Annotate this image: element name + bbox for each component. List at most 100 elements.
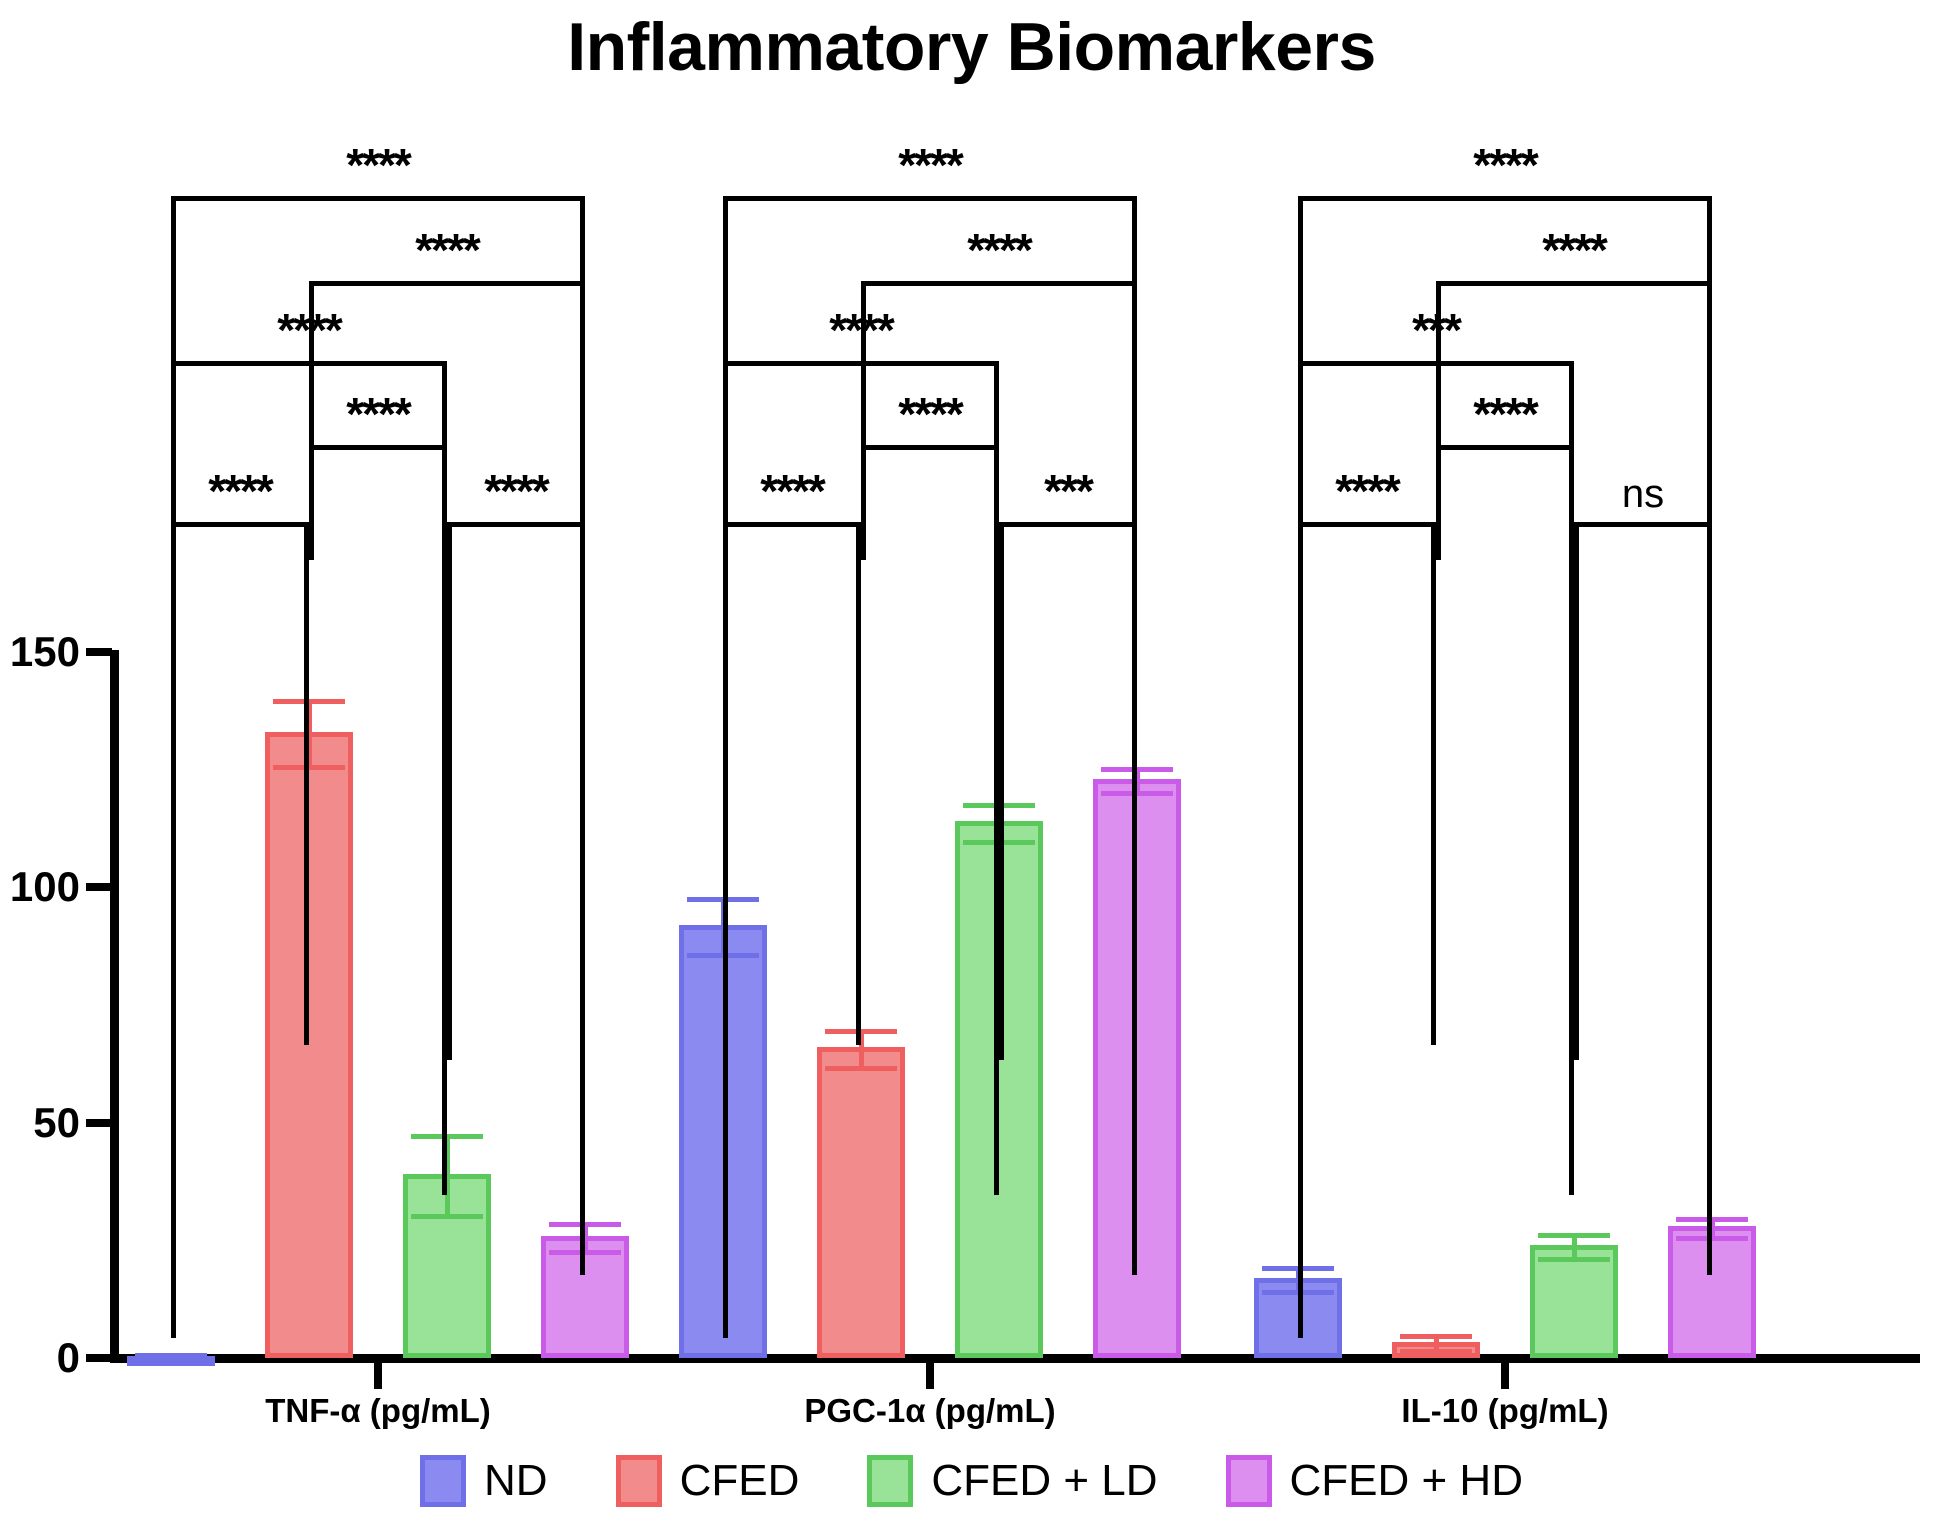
x-tick-mark bbox=[926, 1363, 934, 1389]
bracket-top bbox=[1298, 361, 1574, 366]
bracket-top bbox=[1436, 445, 1574, 450]
bar bbox=[541, 1235, 629, 1358]
x-tick-mark bbox=[374, 1363, 382, 1389]
bar bbox=[1093, 779, 1181, 1358]
error-bar-cap-upper bbox=[825, 1028, 897, 1034]
bracket-leg-left bbox=[447, 522, 452, 1060]
significance-label: **** bbox=[277, 304, 343, 356]
significance-label: **** bbox=[1335, 465, 1401, 517]
bracket-leg-right bbox=[1569, 445, 1574, 1195]
x-tick-mark bbox=[1501, 1363, 1509, 1389]
y-tick-label: 50 bbox=[33, 1098, 80, 1146]
bracket-leg-right bbox=[994, 445, 999, 1195]
bracket-top bbox=[861, 281, 1137, 286]
x-group-label: TNF-α (pg/mL) bbox=[265, 1392, 491, 1429]
legend-item[interactable]: ND bbox=[420, 1455, 548, 1507]
x-group-label: IL-10 (pg/mL) bbox=[1401, 1392, 1609, 1429]
error-bar-cap-upper bbox=[1400, 1334, 1472, 1340]
error-bar-cap-lower bbox=[1101, 790, 1173, 796]
bracket-top bbox=[171, 196, 585, 201]
bracket-leg-right bbox=[1707, 522, 1712, 1275]
error-bar-cap-upper bbox=[1676, 1216, 1748, 1222]
y-tick-mark bbox=[86, 883, 112, 892]
significance-label: **** bbox=[967, 224, 1033, 276]
bracket-leg-right bbox=[1431, 522, 1436, 1045]
y-tick-mark bbox=[86, 1118, 112, 1127]
legend-swatch bbox=[420, 1455, 466, 1507]
significance-label: **** bbox=[898, 139, 964, 191]
significance-label: **** bbox=[484, 465, 550, 517]
significance-label: **** bbox=[760, 465, 826, 517]
bracket-leg-right bbox=[442, 445, 447, 1195]
bracket-top bbox=[999, 522, 1137, 527]
significance-label: **** bbox=[829, 304, 895, 356]
bracket-top bbox=[447, 522, 585, 527]
legend-label: CFED + HD bbox=[1289, 1456, 1523, 1505]
error-bar-cap-lower bbox=[1676, 1235, 1748, 1241]
significance-label: **** bbox=[898, 388, 964, 440]
bar bbox=[1668, 1226, 1756, 1358]
bracket-leg-right bbox=[580, 522, 585, 1275]
bracket-top bbox=[861, 445, 999, 450]
significance-label: *** bbox=[1044, 465, 1094, 517]
bracket-top bbox=[723, 361, 999, 366]
error-bar-stem bbox=[1434, 1334, 1439, 1349]
bracket-top bbox=[1298, 522, 1436, 527]
y-tick-label: 0 bbox=[56, 1334, 80, 1381]
bracket-top bbox=[309, 281, 585, 286]
bracket-top bbox=[171, 361, 447, 366]
bracket-leg-left bbox=[171, 522, 176, 1338]
y-tick-mark bbox=[86, 1354, 112, 1362]
bracket-leg-left bbox=[309, 281, 314, 560]
legend-item[interactable]: CFED bbox=[615, 1455, 800, 1507]
bracket-leg-left bbox=[1574, 522, 1579, 1060]
error-bar-stem bbox=[583, 1221, 588, 1250]
bracket-leg-left bbox=[1436, 445, 1441, 560]
y-tick-label: 150 bbox=[9, 628, 80, 675]
chart-legend: ND CFED CFED + LD CFED + HD bbox=[0, 1455, 1943, 1507]
error-bar-cap-lower bbox=[549, 1249, 621, 1255]
bracket-leg-left bbox=[1436, 281, 1441, 560]
bracket-top bbox=[723, 522, 861, 527]
bracket-leg-right bbox=[1132, 522, 1137, 1275]
significance-label: **** bbox=[415, 224, 481, 276]
error-bar-cap-upper bbox=[1101, 767, 1173, 773]
bar bbox=[265, 732, 353, 1358]
error-bar-stem bbox=[307, 699, 312, 765]
bracket-leg-left bbox=[1298, 522, 1303, 1338]
bar bbox=[817, 1047, 905, 1358]
bracket-leg-left bbox=[861, 445, 866, 560]
error-bar-stem bbox=[445, 1134, 450, 1215]
error-bar-stem bbox=[1135, 767, 1140, 791]
error-bar-stem bbox=[1710, 1216, 1715, 1236]
bracket-top bbox=[1436, 281, 1712, 286]
error-bar-stem bbox=[859, 1028, 864, 1067]
significance-label: **** bbox=[1473, 139, 1539, 191]
bracket-leg-left bbox=[309, 445, 314, 560]
bracket-top bbox=[1574, 522, 1712, 527]
error-bar-cap-upper bbox=[411, 1134, 483, 1140]
significance-label: *** bbox=[1412, 304, 1462, 356]
error-bar-cap-lower bbox=[1400, 1348, 1472, 1354]
legend-label: CFED bbox=[679, 1456, 800, 1505]
chart-title: Inflammatory Biomarkers bbox=[567, 9, 1376, 85]
significance-label: **** bbox=[1542, 224, 1608, 276]
legend-label: CFED + LD bbox=[931, 1456, 1158, 1505]
legend-swatch bbox=[615, 1455, 662, 1507]
bracket-leg-right bbox=[856, 522, 861, 1045]
y-tick-label: 100 bbox=[9, 863, 80, 911]
x-axis-line bbox=[110, 1354, 1920, 1363]
bracket-leg-left bbox=[999, 522, 1004, 1060]
significance-label: ns bbox=[1621, 472, 1665, 516]
legend-item[interactable]: CFED + HD bbox=[1225, 1455, 1523, 1507]
bracket-leg-left bbox=[861, 281, 866, 560]
bracket-top bbox=[309, 445, 447, 450]
error-bar-cap-lower bbox=[1538, 1256, 1610, 1262]
bracket-leg-right bbox=[304, 522, 309, 1045]
y-tick-mark bbox=[86, 648, 112, 656]
error-bar-stem bbox=[1572, 1233, 1577, 1257]
bracket-top bbox=[723, 196, 1137, 201]
bracket-top bbox=[171, 522, 309, 527]
legend-item[interactable]: CFED + LD bbox=[867, 1455, 1158, 1507]
